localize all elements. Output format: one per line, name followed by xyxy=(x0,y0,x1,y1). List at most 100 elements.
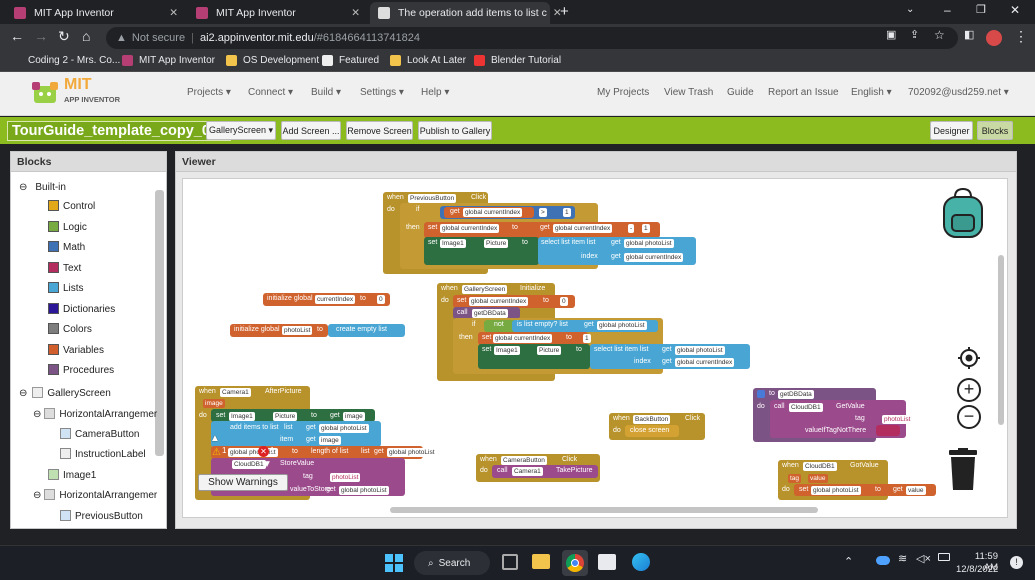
block-field[interactable]: value xyxy=(906,486,926,495)
close-icon[interactable]: ✕ xyxy=(552,7,562,19)
block-field[interactable]: 1 xyxy=(642,224,650,233)
category-dictionaries[interactable]: Dictionaries xyxy=(48,302,148,324)
tray-expand-icon[interactable]: ⌃ xyxy=(844,556,854,568)
workspace-horizontal-scrollbar[interactable] xyxy=(390,507,818,513)
block-field[interactable]: CloudDB1 xyxy=(789,403,823,412)
block-field[interactable]: global currentIndex xyxy=(440,224,500,233)
block-field[interactable]: CloudDB1 xyxy=(803,462,837,471)
block-field[interactable]: image xyxy=(203,399,225,408)
block-field[interactable]: getDBData xyxy=(778,390,814,399)
create-empty-list-block[interactable] xyxy=(328,324,405,337)
block-field[interactable]: Image1 xyxy=(494,346,520,355)
category-colors[interactable]: Colors xyxy=(48,323,148,344)
clock-time[interactable]: 11:59 AM xyxy=(974,551,998,573)
block-field[interactable]: photoList xyxy=(282,326,313,335)
menu-build[interactable]: Build ▾ xyxy=(311,87,342,98)
builtin-tree-node[interactable]: ⊖Built-in xyxy=(19,182,66,193)
workspace-vertical-scrollbar[interactable] xyxy=(998,255,1004,425)
block-field[interactable]: PreviousButton xyxy=(408,194,457,203)
block-field[interactable]: global photoList xyxy=(387,448,437,457)
chrome-taskbar-button[interactable] xyxy=(562,550,588,576)
block-field[interactable]: > xyxy=(539,208,547,217)
bookmark-item[interactable]: MIT App Inventor xyxy=(122,55,215,66)
language-select[interactable]: English ▾ xyxy=(851,87,892,98)
blocks-button[interactable]: Blocks xyxy=(977,121,1013,140)
block-field[interactable]: getDBData xyxy=(472,309,508,318)
store-icon[interactable] xyxy=(598,554,616,570)
close-screen-block[interactable] xyxy=(625,425,679,437)
component-node[interactable]: Image1 xyxy=(48,469,96,481)
block-field[interactable]: global photoList xyxy=(675,346,725,355)
category-logic[interactable]: Logic xyxy=(48,220,148,242)
link-guide[interactable]: Guide xyxy=(727,87,754,98)
block-field[interactable]: global currentIndex xyxy=(463,208,523,217)
new-tab-button[interactable]: + xyxy=(560,3,569,20)
menu-help[interactable]: Help ▾ xyxy=(421,87,450,98)
block-field[interactable]: Camera1 xyxy=(512,467,543,476)
block-field[interactable]: photoList xyxy=(882,415,913,424)
block-field[interactable]: GalleryScreen xyxy=(462,285,508,294)
menu-settings[interactable]: Settings ▾ xyxy=(360,87,404,98)
trash-icon[interactable] xyxy=(947,448,979,490)
category-control[interactable]: Control xyxy=(48,200,148,221)
bookmark-item[interactable]: Featured xyxy=(322,55,379,66)
category-text[interactable]: Text xyxy=(48,261,148,283)
bookmark-item[interactable]: Blender Tutorial xyxy=(474,55,561,66)
block-field[interactable]: global currentIndex xyxy=(675,358,735,367)
center-target-icon[interactable] xyxy=(957,346,981,370)
edge-icon[interactable] xyxy=(632,553,650,571)
expand-arrow-icon[interactable]: ▼ xyxy=(262,459,272,470)
task-view-icon[interactable] xyxy=(502,554,518,570)
gear-icon[interactable] xyxy=(757,390,765,398)
collapse-arrow-icon[interactable]: ▲ xyxy=(210,433,220,444)
block-field[interactable]: BackButton xyxy=(633,415,671,424)
component-node[interactable]: ⊖HorizontalArrangemer xyxy=(33,408,158,420)
bookmark-item[interactable]: Coding 2 - Mrs. Co... xyxy=(28,55,121,66)
block-field[interactable]: photoList xyxy=(330,473,361,482)
block-field[interactable]: image xyxy=(319,436,341,445)
browser-tab-2[interactable]: MIT App Inventor ✕ xyxy=(188,2,368,24)
category-math[interactable]: Math xyxy=(48,241,148,262)
account-menu[interactable]: 702092@usd259.net ▾ xyxy=(908,87,1009,98)
clock-date[interactable]: 12/8/2022 xyxy=(956,564,999,575)
link-my-projects[interactable]: My Projects xyxy=(597,87,650,98)
block-field[interactable]: global photoList xyxy=(624,239,674,248)
component-node[interactable]: InstructionLabel xyxy=(60,448,146,460)
browser-tab-1[interactable]: MIT App Inventor ✕ xyxy=(6,2,186,24)
onedrive-icon[interactable] xyxy=(876,556,890,565)
block-field[interactable]: global photoList xyxy=(228,448,278,457)
windows-start-icon[interactable] xyxy=(384,553,404,573)
cast-icon[interactable]: ▣ xyxy=(886,29,897,41)
close-icon[interactable]: ✕ xyxy=(169,7,178,19)
volume-icon[interactable]: ◁× xyxy=(916,553,931,565)
screen-select-button[interactable]: GalleryScreen ▾ xyxy=(206,121,276,140)
block-field[interactable]: global currentIndex xyxy=(553,224,613,233)
add-screen-button[interactable]: Add Screen ... xyxy=(281,121,341,140)
component-node[interactable]: PreviousButton xyxy=(60,510,143,522)
taskbar-search[interactable]: ⌕Search xyxy=(414,551,490,575)
url-bar[interactable]: ▲ Not secure | ai2.appinventor.mit.edu /… xyxy=(106,27,958,49)
blocks-panel-scrollbar[interactable] xyxy=(155,190,164,456)
bookmark-item[interactable]: Look At Later xyxy=(390,55,466,66)
block-field[interactable]: CameraButton xyxy=(501,456,547,465)
category-lists[interactable]: Lists xyxy=(48,282,148,303)
close-icon[interactable]: ✕ xyxy=(351,7,360,19)
block-field[interactable]: 1 xyxy=(583,334,591,343)
remove-screen-button[interactable]: Remove Screen xyxy=(346,121,413,140)
block-field[interactable]: Image1 xyxy=(229,412,255,421)
backpack-icon[interactable] xyxy=(938,187,988,239)
block-field[interactable]: 1 xyxy=(563,208,571,217)
block-field[interactable]: value xyxy=(808,474,828,483)
block-field[interactable]: currentIndex xyxy=(315,295,356,304)
block-field[interactable]: image xyxy=(343,412,365,421)
block-field[interactable]: CloudDB1 xyxy=(232,460,266,469)
profile-avatar[interactable] xyxy=(986,30,1002,46)
browser-tab-3[interactable]: The operation add items to list c ✕ xyxy=(370,2,562,24)
browser-menu-icon[interactable]: ⋮ xyxy=(1014,28,1028,44)
category-procedures[interactable]: Procedures xyxy=(48,364,148,385)
block-field[interactable]: tag xyxy=(788,474,802,483)
tab-search-icon[interactable]: ⌄ xyxy=(906,4,915,15)
app-inventor-logo[interactable] xyxy=(30,78,60,106)
block-field[interactable]: Camera1 xyxy=(220,388,251,397)
forward-icon[interactable]: → xyxy=(34,28,48,44)
